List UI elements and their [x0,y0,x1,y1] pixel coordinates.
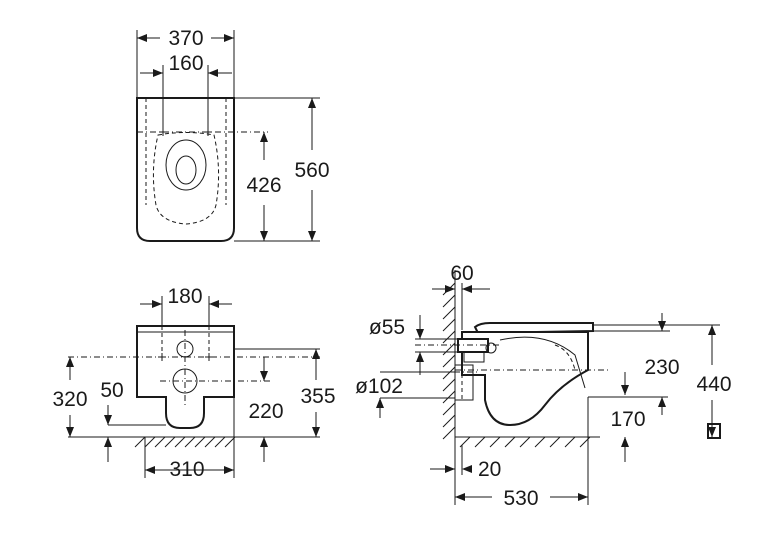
dim-o55: ø55 [369,316,405,339]
side-view: 60 ø55 ø102 230 440 170 [355,262,731,510]
top-view-outline [136,97,235,242]
side-seat [473,322,594,335]
top-view: 370 160 426 560 [136,27,330,242]
dim-560: 560 [294,159,329,182]
top-view-seat [152,132,220,225]
dim-180: 180 [167,285,202,308]
dim-170: 170 [610,408,645,431]
dim-355: 355 [300,385,335,408]
dim-530: 530 [503,487,538,510]
dim-440: 440 [696,373,731,396]
dim-230: 230 [644,356,679,379]
dim-o102: ø102 [355,375,403,398]
dim-426: 426 [246,174,281,197]
dim-20: 20 [478,458,501,481]
dim-370: 370 [168,27,203,50]
side-bowl [461,331,589,427]
top-view-bowl-opening [165,139,207,191]
dim-60: 60 [450,262,473,285]
dim-50: 50 [100,379,123,402]
front-view: 180 320 50 220 355 310 [52,285,335,481]
dim-320: 320 [52,388,87,411]
dim-310: 310 [169,458,204,481]
dim-220: 220 [248,400,283,423]
front-view-outline [136,325,235,429]
dim-160: 160 [168,52,203,75]
